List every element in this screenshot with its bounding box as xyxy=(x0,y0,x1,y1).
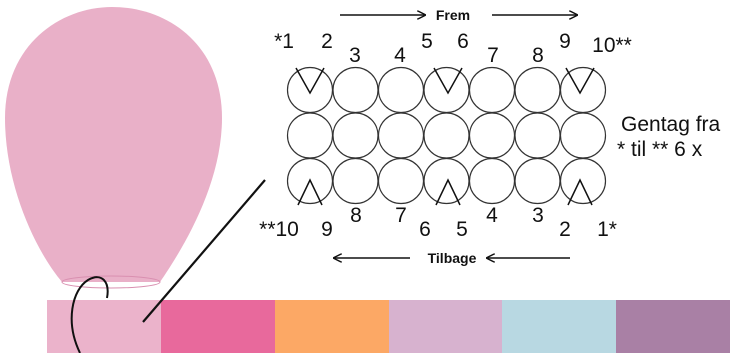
repeat-instruction-line-2: * til ** 6 x xyxy=(617,138,703,161)
strand-mark-bottom-middle xyxy=(435,178,461,206)
stitch-circle xyxy=(514,112,561,159)
bottom-number: 4 xyxy=(486,204,498,227)
stitch-circle xyxy=(332,66,379,114)
color-stripe-1 xyxy=(47,300,161,353)
top-number: 10** xyxy=(592,34,632,57)
stitch-circle xyxy=(559,157,607,205)
top-number: 3 xyxy=(349,44,361,67)
stitch-circle xyxy=(286,66,334,114)
color-stripe-2 xyxy=(161,300,275,353)
repeat-instruction-line-1: Gentag fra xyxy=(621,113,721,136)
strand-mark-top-left xyxy=(295,67,325,95)
color-stripe-3 xyxy=(275,300,389,353)
strand-marks xyxy=(295,67,595,206)
bottom-number: 9 xyxy=(321,218,333,241)
stitch-circle xyxy=(332,112,379,159)
stitch-circle xyxy=(377,66,425,114)
stitch-circle xyxy=(468,157,516,205)
bottom-stitch-numbers: **10 9 8 7 6 5 4 3 2 1* xyxy=(259,204,617,241)
stitch-circle xyxy=(377,157,425,205)
stitch-circle xyxy=(377,112,425,159)
top-number: 7 xyxy=(487,44,499,67)
bottom-number: 3 xyxy=(532,204,544,227)
bottom-number: 5 xyxy=(456,218,468,241)
stitch-circle xyxy=(514,157,561,205)
balloon-opening xyxy=(61,275,161,289)
stitch-circle xyxy=(423,157,470,205)
top-number: *1 xyxy=(274,30,294,53)
stitch-circle xyxy=(423,112,470,159)
stitch-circle xyxy=(514,66,561,114)
bottom-number: 7 xyxy=(395,204,407,227)
forward-label: Frem xyxy=(436,7,470,23)
stitch-circle xyxy=(559,66,607,114)
color-stripe-5 xyxy=(502,300,616,353)
top-number: 4 xyxy=(394,44,406,67)
top-number: 5 xyxy=(421,30,433,53)
top-number: 8 xyxy=(532,44,544,67)
strand-mark-top-middle xyxy=(433,67,463,95)
top-number: 2 xyxy=(321,30,333,53)
color-stripe-6 xyxy=(616,300,730,353)
bottom-number: 2 xyxy=(559,218,571,241)
bottom-number: 6 xyxy=(419,218,431,241)
bottom-number: 1* xyxy=(597,218,617,241)
color-stripe-bar xyxy=(47,300,730,353)
zoom-pointer-line xyxy=(142,179,266,323)
stitch-circle xyxy=(468,66,516,114)
stitch-circle xyxy=(468,112,516,159)
yarn-loop xyxy=(70,276,109,353)
stitch-circle xyxy=(286,112,334,159)
balloon-shape xyxy=(5,7,222,282)
back-label: Tilbage xyxy=(428,250,477,266)
bottom-number: **10 xyxy=(259,218,299,241)
color-stripe-4 xyxy=(389,300,502,353)
top-stitch-numbers: *1 2 3 4 5 6 7 8 9 10** xyxy=(274,30,632,67)
strand-mark-bottom-right xyxy=(567,178,593,206)
stitch-circle xyxy=(332,157,379,205)
strand-mark-bottom-left xyxy=(297,178,323,206)
top-number: 6 xyxy=(457,30,469,53)
bottom-number: 8 xyxy=(350,204,362,227)
top-number: 9 xyxy=(559,30,571,53)
strand-mark-top-right xyxy=(565,67,595,95)
stitch-circle xyxy=(559,112,607,159)
